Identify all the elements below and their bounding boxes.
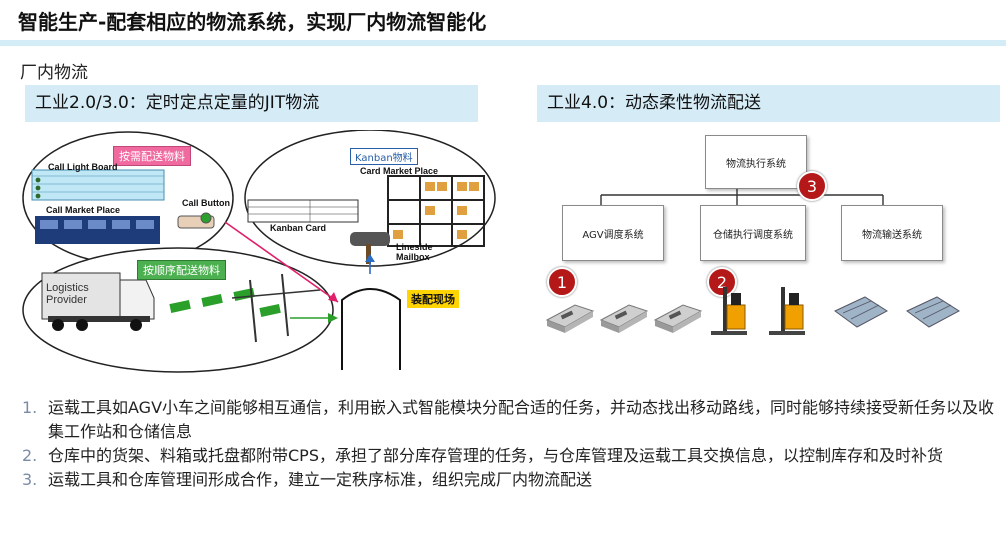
badge-3: 3 (797, 171, 827, 201)
equipment-images (535, 275, 1000, 345)
list-text: 仓库中的货架、料箱或托盘都附带CPS，承担了部分库存管理的任务，与仓库管理及运载… (48, 444, 997, 468)
description-list: 1. 运载工具如AGV小车之间能够相互通信，利用嵌入式智能模块分配合适的任务，并… (22, 396, 997, 492)
page-title: 智能生产-配套相应的物流系统，实现厂内物流智能化 (18, 6, 486, 35)
agv-dispatch-box: AGV调度系统 (562, 205, 664, 261)
assembly-site-label: 装配现场 (407, 290, 459, 308)
list-item: 2. 仓库中的货架、料箱或托盘都附带CPS，承担了部分库存管理的任务，与仓库管理… (22, 444, 997, 468)
pull-delivery-label: 按需配送物料 (113, 146, 191, 166)
call-light-board-label: Call Light Board (48, 162, 118, 172)
list-item: 3. 运载工具和仓库管理间形成合作，建立一定秩序标准，组织完成厂内物流配送 (22, 468, 997, 492)
kanban-material-label: Kanban物料 (350, 148, 418, 165)
card-market-place-label: Card Market Place (360, 166, 438, 176)
list-text: 运载工具如AGV小车之间能够相互通信，利用嵌入式智能模块分配合适的任务，并动态找… (48, 396, 997, 444)
logistics-provider-label: Logistics Provider (46, 282, 89, 306)
call-market-place-label: Call Market Place (46, 205, 120, 215)
call-button-label: Call Button (182, 198, 230, 208)
sequence-delivery-label: 按顺序配送物料 (137, 260, 226, 280)
jit-illustration: 按需配送物料 Call Light Board Call Market Plac… (20, 130, 500, 375)
list-item: 1. 运载工具如AGV小车之间能够相互通信，利用嵌入式智能模块分配合适的任务，并… (22, 396, 997, 444)
conveyor-image-1 (835, 297, 887, 327)
left-band-title: 工业2.0/3.0：定时定点定量的JIT物流 (25, 85, 478, 122)
section-label: 厂内物流 (20, 58, 88, 83)
list-number: 2. (22, 444, 48, 468)
kanban-card-label: Kanban Card (270, 223, 326, 233)
list-text: 运载工具和仓库管理间形成合作，建立一定秩序标准，组织完成厂内物流配送 (48, 468, 997, 492)
forklift-image-1 (711, 287, 747, 335)
conveyor-image-2 (907, 297, 959, 327)
list-number: 3. (22, 468, 48, 492)
list-number: 1. (22, 396, 48, 444)
right-band-title: 工业4.0：动态柔性物流配送 (537, 85, 1000, 122)
title-divider (0, 40, 1006, 46)
agv-image-2 (601, 305, 647, 333)
agv-image-1 (547, 305, 593, 333)
industry40-diagram: 物流执行系统 AGV调度系统 仓储执行调度系统 物流输送系统 3 1 2 (535, 125, 1000, 375)
warehouse-execution-box: 仓储执行调度系统 (700, 205, 806, 261)
forklift-image-2 (769, 287, 805, 335)
logistics-execution-system-box: 物流执行系统 (705, 135, 807, 189)
conveyor-system-box: 物流输送系统 (841, 205, 943, 261)
agv-image-3 (655, 305, 701, 333)
lineside-mailbox-label: Lineside Mailbox (396, 242, 433, 262)
